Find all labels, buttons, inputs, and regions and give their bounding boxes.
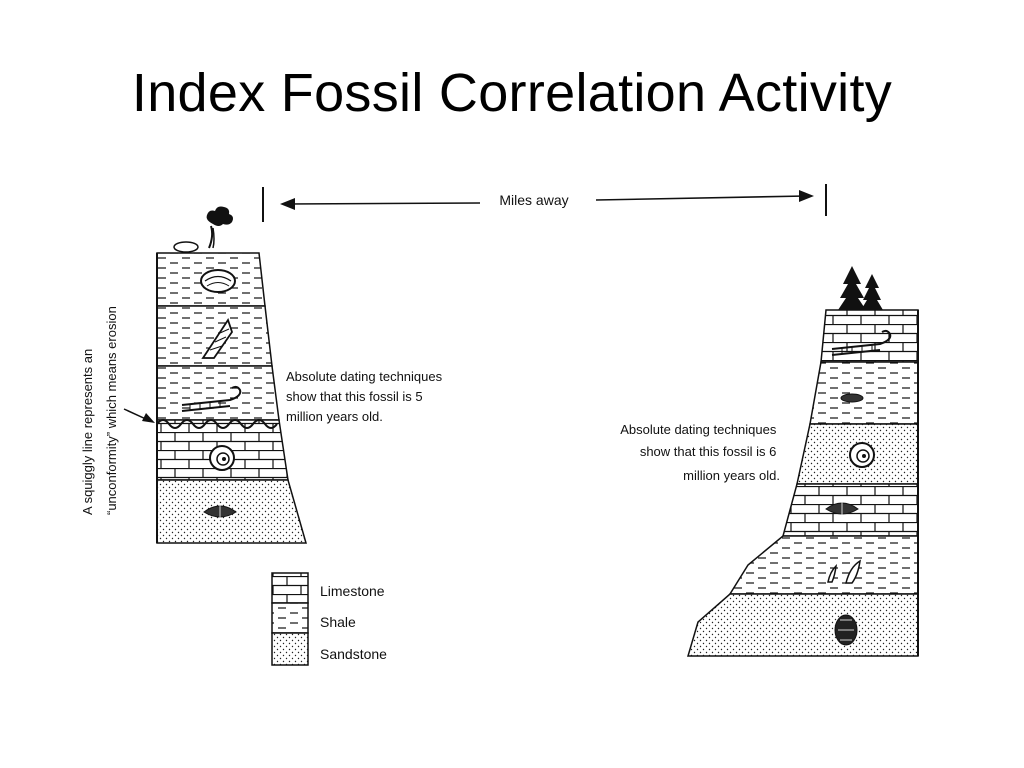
right-rock-column: [686, 309, 919, 657]
right-tooth-fossils-icon: [827, 559, 861, 584]
distance-label: Miles away: [499, 192, 568, 208]
right-bottom-fossil-icon: [834, 614, 858, 646]
right-small-shell-fossil-icon: [840, 393, 864, 403]
rock-legend: Limestone Shale Sandstone: [271, 572, 387, 666]
left-clam-fossil-icon: [200, 269, 236, 293]
legend-shale-swatch: [271, 602, 309, 634]
right-note-line-2: show that this fossil is 6: [640, 444, 777, 459]
right-note-line-3: million years old.: [683, 468, 780, 483]
left-tree-icon: [173, 206, 233, 253]
right-note-line-1: Absolute dating techniques: [620, 422, 777, 437]
legend-shale-label: Shale: [320, 614, 356, 630]
side-note-line-2: “unconformity” which means erosion: [104, 306, 119, 515]
left-rock-column: [156, 252, 307, 544]
legend-limestone-swatch: [271, 572, 309, 604]
unconformity-note: A squiggly line represents an “unconform…: [80, 306, 155, 515]
right-ammonite-fossil-icon: [849, 442, 875, 468]
left-note-line-2: show that this fossil is 5: [286, 389, 423, 404]
left-trilobite-fossil-icon: [203, 503, 237, 520]
left-shell-fossil-icon: [201, 317, 233, 359]
svg-text:Absolute dating techniques: Absolute dating techniques show that thi…: [620, 422, 780, 483]
right-trilobite-fossil-icon: [825, 500, 859, 517]
legend-sandstone-label: Sandstone: [320, 646, 387, 662]
slide-title: Index Fossil Correlation Activity: [131, 63, 893, 123]
left-straight-fossil-icon: [181, 385, 242, 412]
svg-text:A squiggly line represents an: A squiggly line represents an “unconform…: [80, 306, 119, 515]
right-straight-fossil-icon: [831, 329, 892, 356]
distance-arrow: Miles away: [262, 184, 827, 222]
left-ammonite-fossil-icon: [209, 445, 235, 471]
left-note-line-1: Absolute dating techniques: [286, 369, 443, 384]
left-note-line-3: million years old.: [286, 409, 383, 424]
right-pine-trees-icon: [838, 266, 883, 310]
right-dating-note: Absolute dating techniques show that thi…: [620, 422, 780, 483]
svg-text:Absolute dating techniques: Absolute dating techniques show that thi…: [286, 369, 446, 424]
left-dating-note: Absolute dating techniques show that thi…: [286, 369, 446, 424]
legend-sandstone-swatch: [271, 632, 309, 666]
legend-limestone-label: Limestone: [320, 583, 385, 599]
side-note-line-1: A squiggly line represents an: [80, 349, 95, 515]
